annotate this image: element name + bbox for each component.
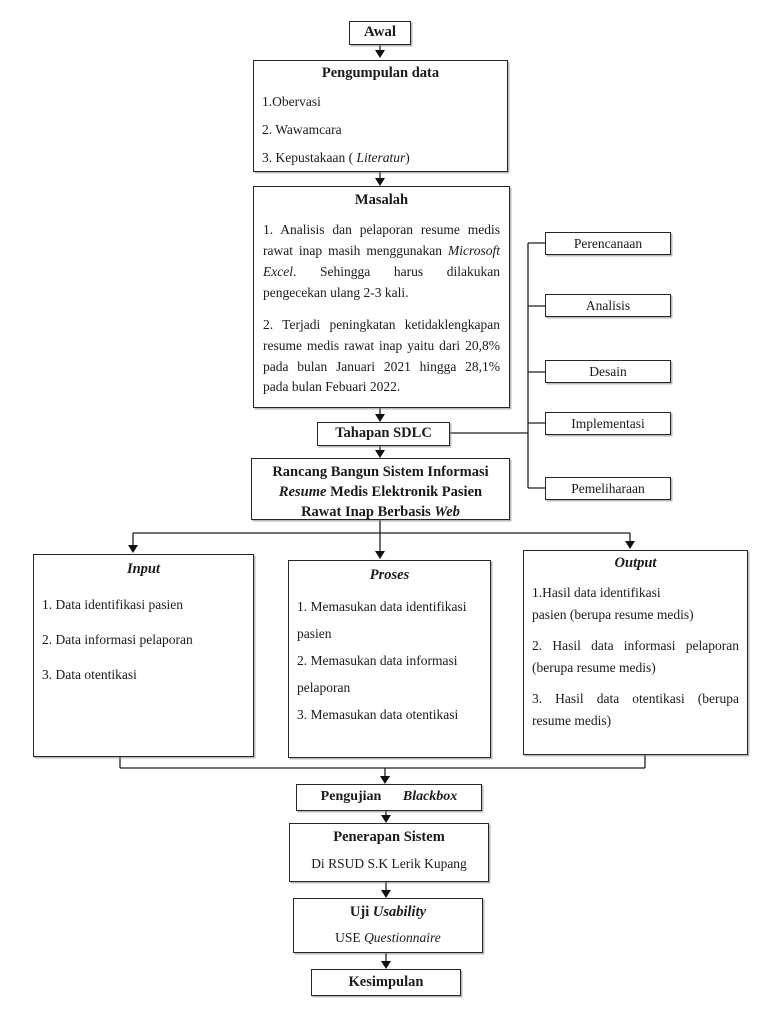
sdlc-stage-implementasi: Implementasi xyxy=(545,412,671,435)
penerapan-sistem-box: Penerapan Sistem Di RSUD S.K Lerik Kupan… xyxy=(289,823,489,882)
masalah-paragraph-1: 1. Analisis dan pelaporan resume medis r… xyxy=(263,220,500,304)
pengumpulan-item-3-literatur: Literatur xyxy=(356,150,406,165)
input-item-3: 3. Data otentikasi xyxy=(42,667,137,682)
input-item-2: 2. Data informasi pelaporan xyxy=(42,632,193,647)
masalah-title: Masalah xyxy=(354,192,409,208)
penerapan-subtitle: Di RSUD S.K Lerik Kupang xyxy=(311,856,467,871)
input-title: Input xyxy=(126,561,161,577)
uji-questionnaire-word: Questionnaire xyxy=(364,930,441,945)
rancang-line-1: Rancang Bangun Sistem Informasi xyxy=(272,464,489,480)
pengujian-label: Pengujian xyxy=(320,789,382,804)
rancang-web-word: Web xyxy=(434,504,460,520)
output-item-3: 3. Hasil data otentikasi (berupa resume … xyxy=(532,691,739,728)
rancang-line-3: Rawat Inap Berbasis Web xyxy=(252,502,509,522)
pengumpulan-item-3-text: 3. Kepustakaan ( xyxy=(262,150,357,165)
pengumpulan-item-3-close: ) xyxy=(405,150,410,165)
pengumpulan-data-box: Pengumpulan data 1.Obervasi 2. Wawamcara… xyxy=(253,60,508,172)
proses-title: Proses xyxy=(369,567,410,583)
output-title: Output xyxy=(614,555,657,571)
masalah-box: Masalah 1. Analisis dan pelaporan resume… xyxy=(253,186,510,408)
uji-usability-box: Uji Usability USE Questionnaire xyxy=(293,898,483,953)
proses-item-1: 1. Memasukan data identifikasi pasien xyxy=(297,599,467,641)
output-item-2: 2. Hasil data informasi pelaporan (berup… xyxy=(532,638,739,675)
uji-subtitle: USE Questionnaire xyxy=(294,930,482,946)
rancang-line-3-pre: Rawat Inap Berbasis xyxy=(301,504,435,520)
masalah-p1-text: 1. Analisis dan pelaporan resume medis r… xyxy=(263,222,500,258)
tahapan-sdlc-box: Tahapan SDLC xyxy=(317,422,450,446)
rancang-resume-word: Resume xyxy=(278,484,327,500)
proses-item-2: 2. Memasukan data informasi pelaporan xyxy=(297,653,458,695)
rancang-line-2-rest: Medis Elektronik Pasien xyxy=(326,484,483,500)
kesimpulan-box: Kesimpulan xyxy=(311,969,461,996)
proses-box: Proses 1. Memasukan data identifikasi pa… xyxy=(288,560,491,758)
sdlc-stage-desain: Desain xyxy=(545,360,671,383)
masalah-p1-tail: . Sehingga harus dilakukan pengecekan ul… xyxy=(263,263,500,300)
blackbox-label: Blackbox xyxy=(402,789,458,804)
rancang-line-2: Resume Medis Elektronik Pasien xyxy=(252,482,509,502)
sdlc-stage-analisis: Analisis xyxy=(545,294,671,317)
input-box: Input 1. Data identifikasi pasien 2. Dat… xyxy=(33,554,254,757)
rancang-bangun-box: Rancang Bangun Sistem Informasi Resume M… xyxy=(251,458,510,520)
awal-box: Awal xyxy=(349,21,411,45)
pengumpulan-item-2: 2. Wawamcara xyxy=(262,122,342,137)
pengumpulan-item-1: 1.Obervasi xyxy=(262,94,321,109)
pengumpulan-title: Pengumpulan data xyxy=(321,65,440,81)
uji-sub-pre: USE xyxy=(335,930,365,945)
uji-usability-word: Usability xyxy=(372,904,427,920)
sdlc-stage-perencanaan: Perencanaan xyxy=(545,232,671,255)
input-item-1: 1. Data identifikasi pasien xyxy=(42,597,183,612)
proses-item-3: 3. Memasukan data otentikasi xyxy=(297,707,459,722)
sdlc-stage-pemeliharaan: Pemeliharaan xyxy=(545,477,671,500)
output-item-1: 1.Hasil data identifikasi pasien (berupa… xyxy=(532,585,694,622)
pengujian-blackbox-box: Pengujian Blackbox xyxy=(296,784,482,811)
uji-title-pre: Uji xyxy=(349,904,373,920)
penerapan-title: Penerapan Sistem xyxy=(333,829,445,845)
uji-title: Uji Usability xyxy=(294,904,482,921)
pengumpulan-item-3: 3. Kepustakaan ( Literatur) xyxy=(262,150,499,166)
masalah-paragraph-2: 2. Terjadi peningkatan ketidaklengkapan … xyxy=(263,316,500,395)
masalah-p1-microsoft-excel: Microsoft Excel xyxy=(263,242,500,279)
output-box: Output 1.Hasil data identifikasi pasien … xyxy=(523,550,748,755)
